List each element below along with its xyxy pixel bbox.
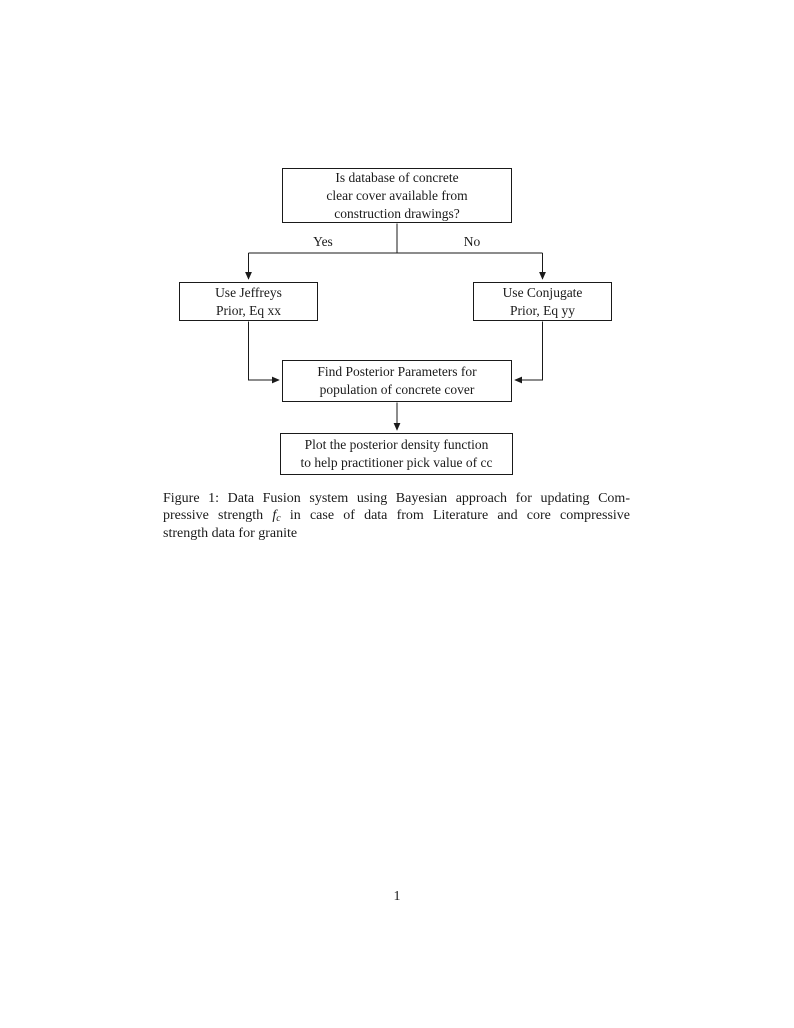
conjugate-line: Prior, Eq yy (509, 302, 576, 318)
flowchart-box-decision: Is database of concrete clear cover avai… (282, 168, 512, 223)
caption-line-2: pressive strength fc in case of data fro… (163, 507, 630, 524)
connector-left-to-middle (248, 321, 280, 384)
math-f-symbol: f (272, 508, 277, 524)
flowchart-box-jeffreys-prior: Use Jeffreys Prior, Eq xx (179, 282, 318, 321)
page-number: 1 (393, 889, 401, 904)
decision-line: Is database of concrete (335, 169, 459, 185)
decision-line: construction drawings? (334, 205, 460, 221)
jeffreys-line: Use Jeffreys (215, 284, 282, 300)
flowchart-box-posterior-parameters: Find Posterior Parameters for population… (282, 360, 512, 402)
math-fc: fc (272, 508, 281, 525)
jeffreys-line: Prior, Eq xx (215, 302, 282, 318)
caption-line2-pre: pressive strength (163, 508, 264, 524)
decision-line: clear cover available from (326, 187, 468, 203)
edge-label-no: No (463, 234, 481, 249)
posterior-line: population of concrete cover (319, 382, 475, 397)
math-c-subscript: c (276, 513, 281, 525)
plot-line: Plot the posterior density function (304, 437, 489, 452)
caption-line-1: Figure 1: Data Fusion system using Bayes… (163, 491, 630, 506)
flowchart-box-conjugate-prior: Use Conjugate Prior, Eq yy (473, 282, 612, 321)
flowchart-box-plot-density: Plot the posterior density function to h… (280, 433, 513, 475)
posterior-line: Find Posterior Parameters for (317, 364, 477, 379)
caption-line2-post: in case of data from Literature and core… (289, 508, 630, 524)
conjugate-line: Use Conjugate (502, 284, 583, 300)
figure-caption: Figure 1: Data Fusion system using Bayes… (163, 490, 630, 542)
caption-line-3: strength data for granite (163, 525, 298, 541)
plot-line: to help practitioner pick value of cc (300, 455, 493, 470)
connector-right-to-middle (514, 321, 543, 384)
edge-label-yes: Yes (313, 234, 333, 249)
